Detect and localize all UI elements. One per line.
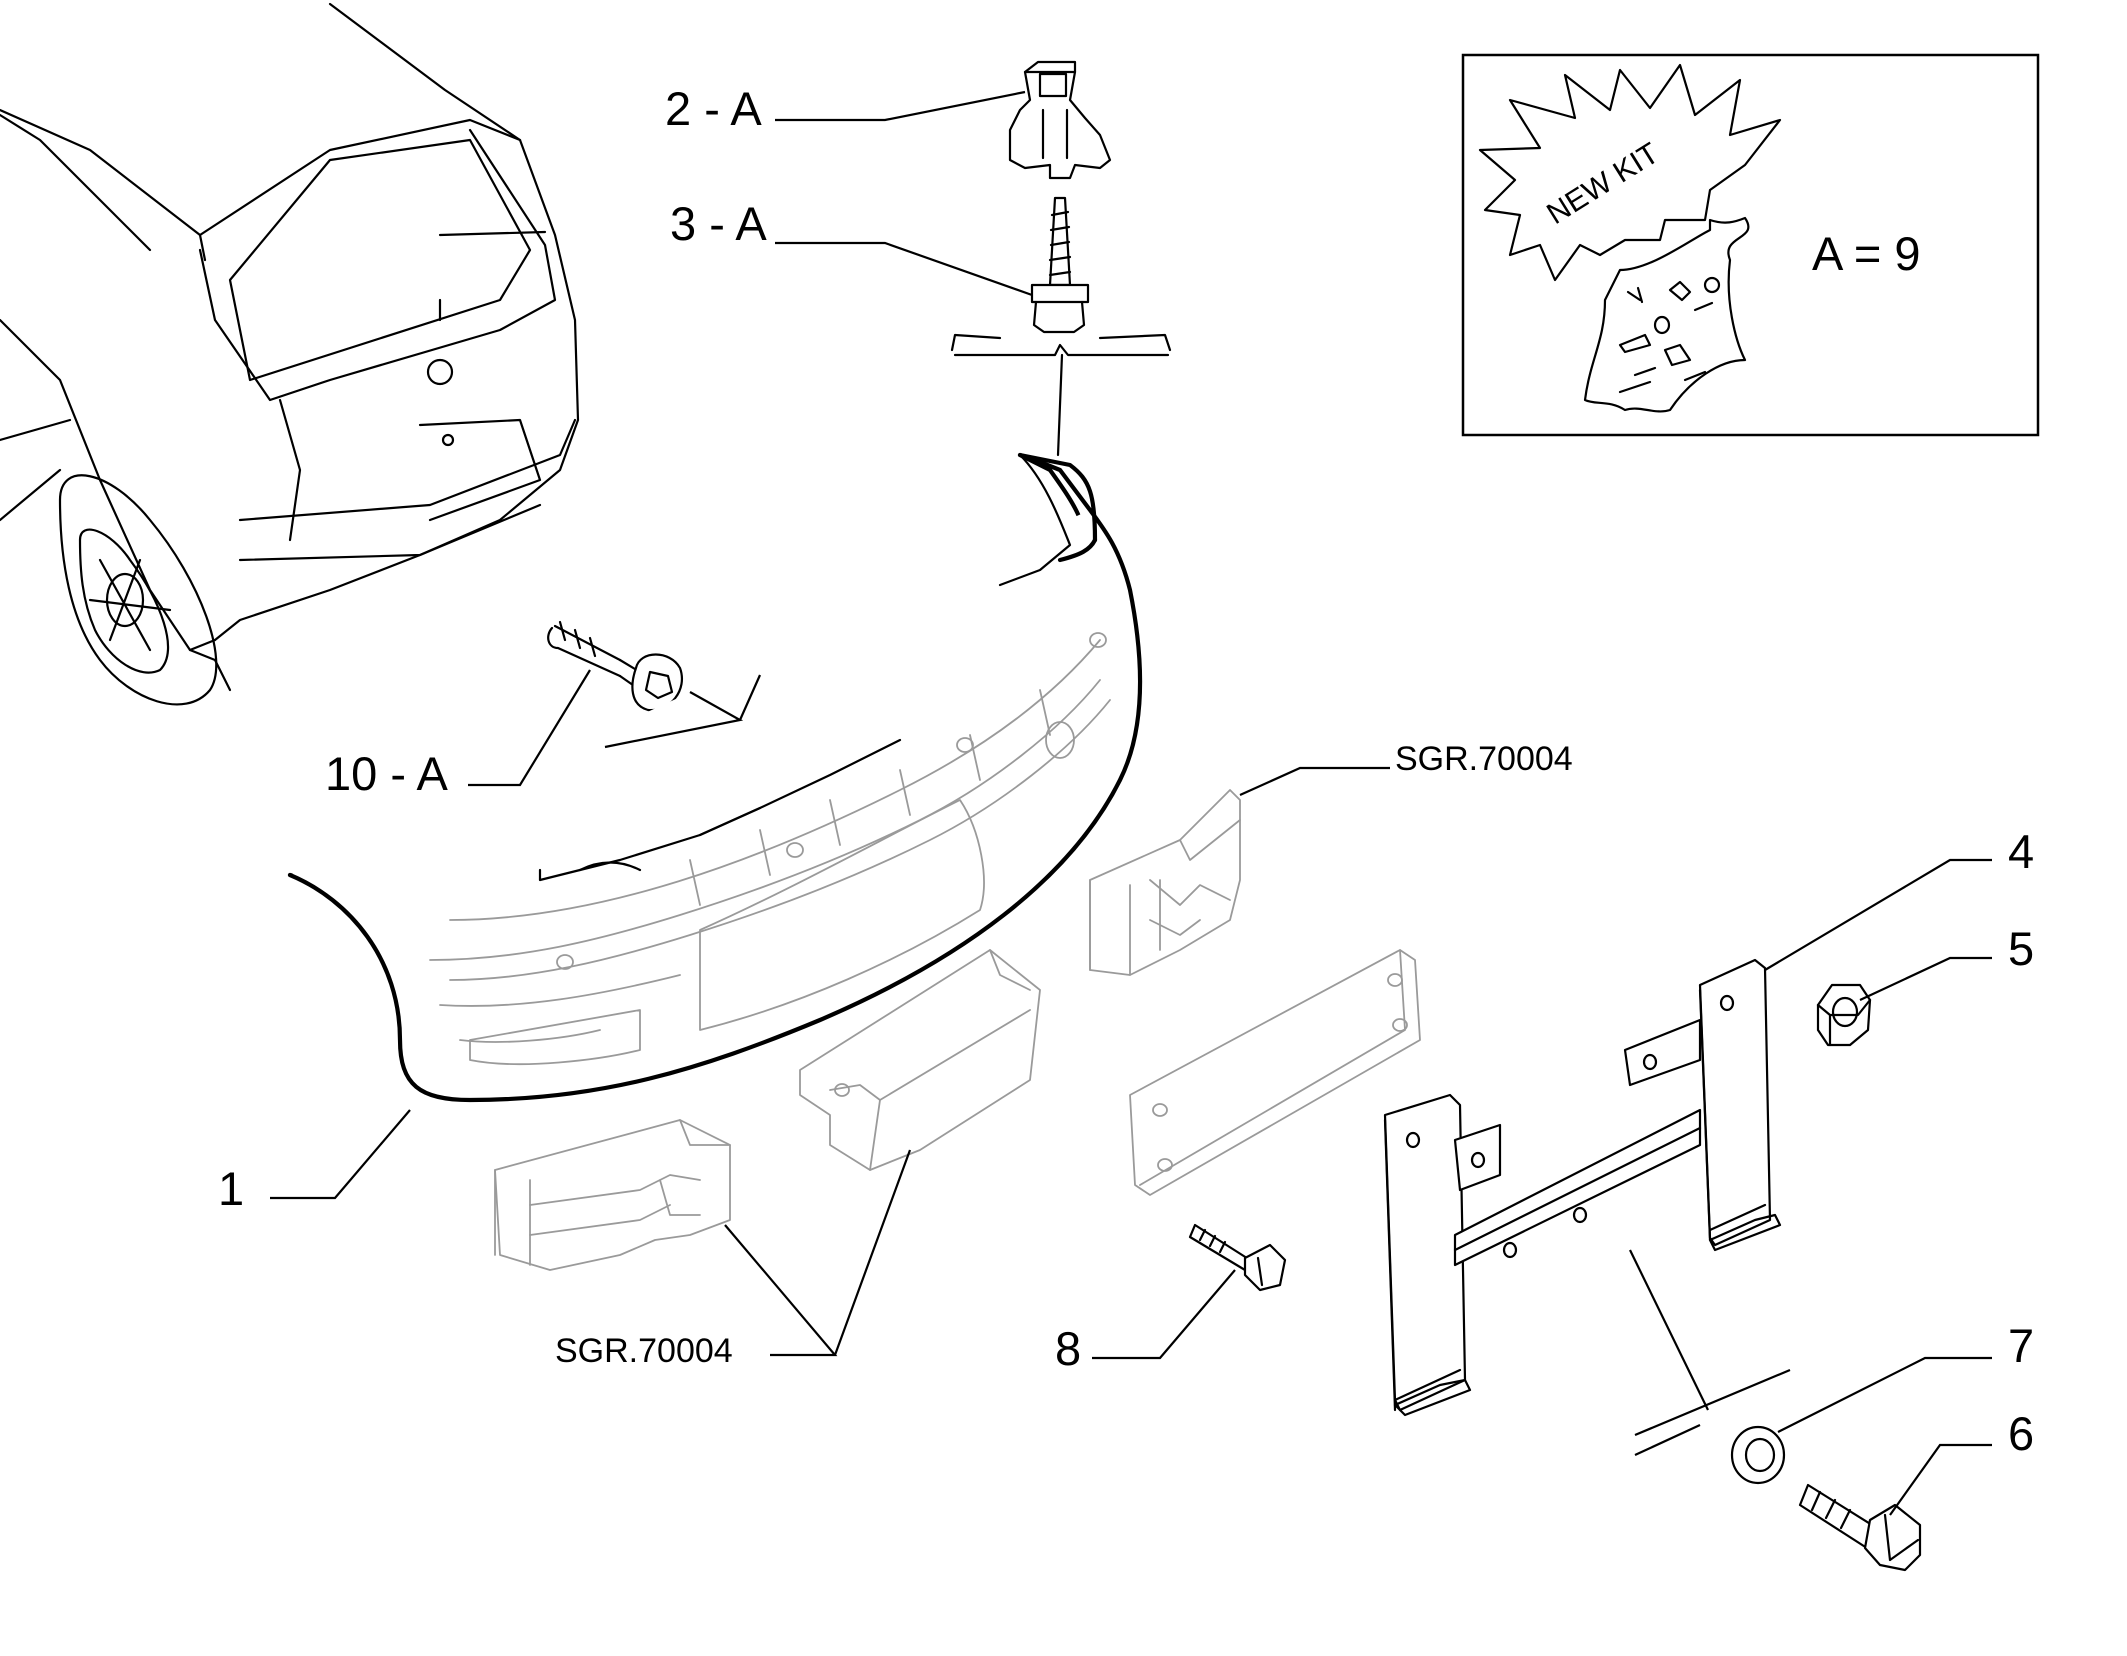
- callout-label-sgr-upper: SGR.70004: [1395, 740, 1573, 778]
- kit-bag-icon: [1583, 216, 1750, 413]
- rear-bumper-part-1: [287, 452, 1143, 1103]
- kit-quantity-formula: A = 9: [1812, 227, 1920, 280]
- plate-bracket-part-4: [1383, 958, 1782, 1417]
- bolt-part-6: [1798, 1483, 1922, 1572]
- bolt-part-8: [1188, 1223, 1287, 1292]
- callout-label-sgr-lower: SGR.70004: [555, 1332, 733, 1370]
- car-rear-illustration: [0, 2, 580, 706]
- callout-label-3: 3 - A: [670, 197, 767, 250]
- nut-part-5: [1816, 983, 1872, 1047]
- kit-info-box: NEW KIT A = 9: [1461, 53, 2040, 437]
- licence-plate-panel: [1129, 949, 1421, 1196]
- clip-part-2: [1008, 60, 1112, 180]
- callout-label-1: 1: [218, 1162, 244, 1215]
- bushing-part-10: [547, 620, 683, 712]
- bracket-block-mid: [799, 949, 1041, 1171]
- callout-label-8: 8: [1055, 1322, 1081, 1375]
- absorber-block-upper: [1089, 789, 1241, 976]
- callout-label-2: 2 - A: [665, 82, 762, 135]
- callout-label-7: 7: [2008, 1319, 2034, 1372]
- callout-label-5: 5: [2008, 922, 2034, 975]
- leader-lines: [270, 90, 1992, 1516]
- callout-label-10: 10 - A: [325, 747, 448, 800]
- starburst-icon: [1478, 63, 1782, 282]
- callout-label-6: 6: [2008, 1407, 2034, 1460]
- screw-part-3: [950, 196, 1172, 457]
- washer-part-7: [1730, 1425, 1786, 1485]
- absorber-block-lower: [494, 1119, 731, 1271]
- callout-label-4: 4: [2008, 825, 2034, 878]
